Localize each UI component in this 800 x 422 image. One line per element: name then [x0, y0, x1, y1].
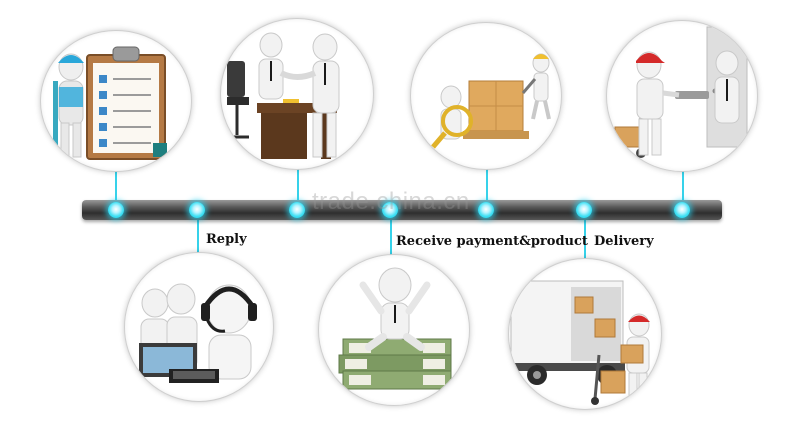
- worker-clipboard-icon: [53, 46, 167, 160]
- connector-bottom-3: [584, 212, 586, 262]
- money-stack-icon: [338, 267, 452, 390]
- headset-support-icon: [139, 283, 257, 383]
- step-label-delivery: Delivery: [594, 234, 654, 249]
- step-circle-receive-payment: [318, 254, 470, 406]
- timeline-node-5: [478, 202, 494, 218]
- timeline-node-1: [108, 202, 124, 218]
- step-circle-negotiation: [220, 18, 374, 170]
- step-label-reply: Reply: [206, 232, 247, 247]
- handshake-icon: [227, 32, 340, 159]
- connector-bottom-2: [390, 212, 392, 256]
- step-circle-inspection: [410, 22, 562, 170]
- magnifier-pallet-icon: [431, 53, 551, 149]
- connector-top-1: [115, 168, 117, 208]
- connector-top-2: [297, 168, 299, 208]
- step-circle-reply: [124, 252, 274, 402]
- connector-top-4: [682, 168, 684, 208]
- timeline-node-7: [674, 202, 690, 218]
- step-circle-handover: [606, 20, 758, 172]
- courier-delivery-icon: [614, 26, 748, 158]
- step-circle-inquiry: [40, 30, 192, 172]
- truck-loading-icon: [509, 280, 650, 405]
- watermark-text: trade.china.cn: [312, 188, 470, 215]
- timeline-node-3: [289, 202, 305, 218]
- timeline-node-2: [189, 202, 205, 218]
- timeline-node-6: [576, 202, 592, 218]
- connector-top-3: [486, 168, 488, 208]
- step-circle-delivery: [508, 258, 662, 410]
- connector-bottom-1: [197, 212, 199, 256]
- step-label-receive: Receive payment&product: [396, 234, 588, 249]
- timeline-node-4: [382, 202, 398, 218]
- process-timeline-bar: [82, 200, 722, 220]
